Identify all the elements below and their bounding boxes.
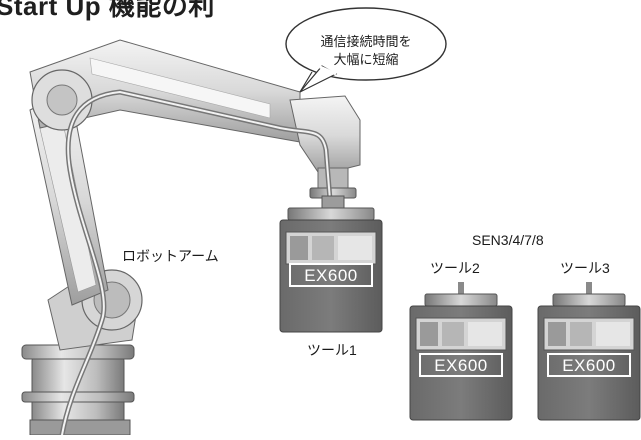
tool-1-label: ツール1 [307, 342, 357, 358]
callout-line-2: 大幅に短縮 [333, 52, 399, 67]
ex600-module-label-3: EX600 [547, 353, 631, 377]
sensor-group-label: SEN3/4/7/8 [472, 232, 544, 248]
callout-bubble [285, 7, 447, 93]
ex600-module-label-2: EX600 [419, 353, 503, 377]
tool-3-unit [537, 282, 641, 421]
ex600-module-label-1: EX600 [289, 263, 373, 287]
tool-1-unit [279, 195, 383, 333]
callout-text: 通信接続時間を 大幅に短縮 [292, 33, 440, 69]
tool-3-label: ツール3 [560, 260, 610, 276]
tool-2-unit [409, 282, 513, 421]
robot-arm-label: ロボットアーム [122, 248, 219, 264]
robot-lower-arm [29, 89, 143, 351]
page-title-fragment: Start Up 機能の利 [0, 0, 215, 21]
callout-line-1: 通信接続時間を [320, 34, 412, 49]
robot-base [21, 344, 135, 436]
robot-cable-highlight [61, 90, 331, 436]
tool-2-label: ツール2 [430, 260, 480, 276]
